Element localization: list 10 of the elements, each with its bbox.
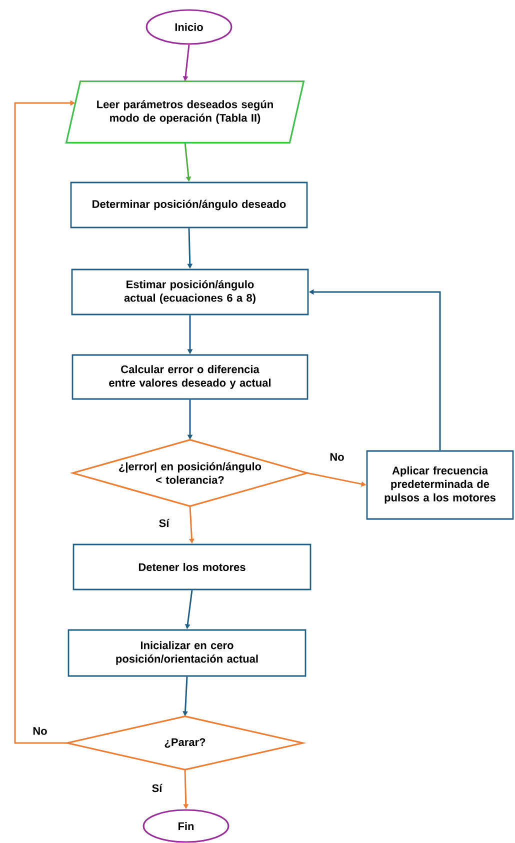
process-box: Estimar posición/ángulo actual (ecuaciones 6 a 8) — [71, 268, 309, 316]
process-box: Inicializar en cero posición/orientación actual — [68, 629, 306, 677]
process-box: Determinar posición/ángulo deseado — [70, 182, 308, 228]
process-box: Aplicar frecuencia predeterminada de pulsos a los motores — [366, 450, 514, 520]
edge-label: No — [328, 452, 346, 462]
edge-label: Sí — [158, 518, 170, 528]
process-box: Detener los motores — [72, 544, 312, 590]
process-box: Calcular error o diferencia entre valores deseado y actual — [72, 354, 308, 400]
edge-label: No — [32, 726, 48, 736]
edge-label: Sí — [150, 782, 164, 794]
